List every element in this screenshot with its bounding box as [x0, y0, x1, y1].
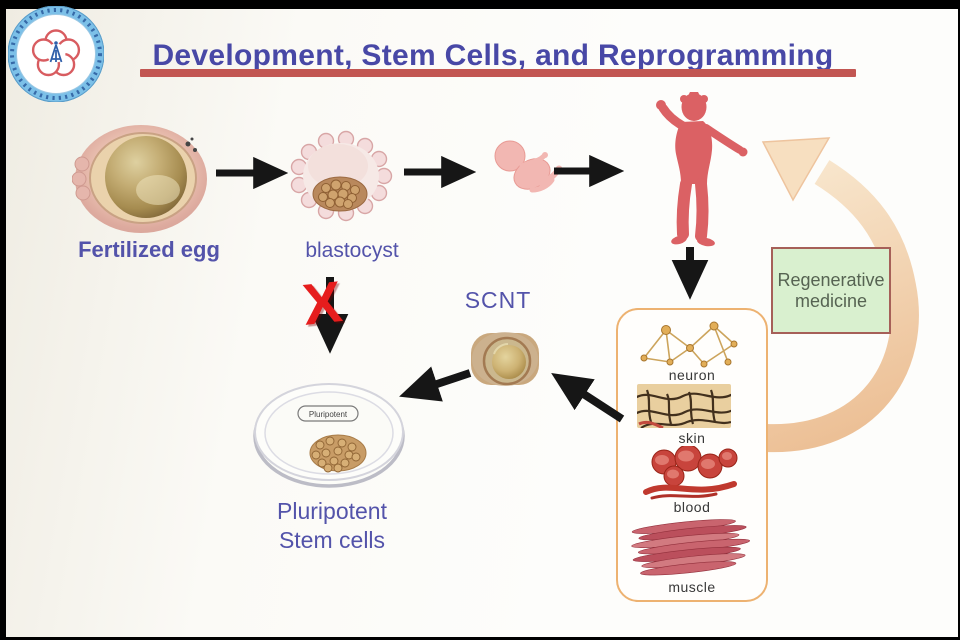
blood-illustration	[643, 446, 738, 500]
tissue-panel: neuron skin	[616, 308, 768, 602]
pluripotent-line2: Stem cells	[278, 526, 386, 553]
slide-background: Development, Stem Cells, and Reprogrammi…	[6, 6, 958, 637]
blood-label: blood	[673, 499, 711, 515]
blocked-x-mark: X	[299, 269, 345, 338]
adult-human-illustration	[656, 92, 748, 247]
skin-illustration	[637, 384, 731, 428]
fertilized-egg-illustration	[72, 125, 207, 233]
scnt-egg-illustration	[471, 332, 539, 386]
muscle-illustration	[631, 519, 750, 576]
fetus-illustration	[494, 140, 563, 193]
fertilized-egg-label: Fertilized egg	[78, 237, 220, 262]
university-seal-icon	[8, 6, 104, 102]
page-title: Development, Stem Cells, and Reprogrammi…	[152, 39, 834, 72]
neuron-illustration	[640, 321, 738, 368]
pluripotent-stem-cells-label: Pluripotent Stem cells	[246, 497, 418, 555]
petri-dish-tag-label: Pluripotent	[309, 410, 348, 419]
regeneration-cycle-arrow-icon	[761, 137, 919, 453]
black-flow-arrows	[216, 154, 709, 423]
regenerative-line2: medicine	[794, 290, 868, 311]
petri-dish-illustration: Pluripotent	[253, 383, 405, 488]
regenerative-line1: Regenerative	[777, 269, 885, 290]
arrow-scnt-to-petri	[399, 366, 472, 402]
pluripotent-line1: Pluripotent	[277, 498, 387, 524]
neuron-label: neuron	[668, 367, 716, 383]
blastocyst-illustration	[290, 130, 393, 222]
title-underline	[140, 69, 856, 77]
scnt-label: SCNT	[464, 287, 532, 313]
blastocyst-label: blastocyst	[305, 239, 399, 262]
arrow-tissues-to-scnt	[551, 372, 625, 423]
skin-label: skin	[678, 430, 706, 446]
muscle-label: muscle	[668, 579, 716, 595]
regenerative-medicine-box: Regenerative medicine	[771, 247, 891, 334]
